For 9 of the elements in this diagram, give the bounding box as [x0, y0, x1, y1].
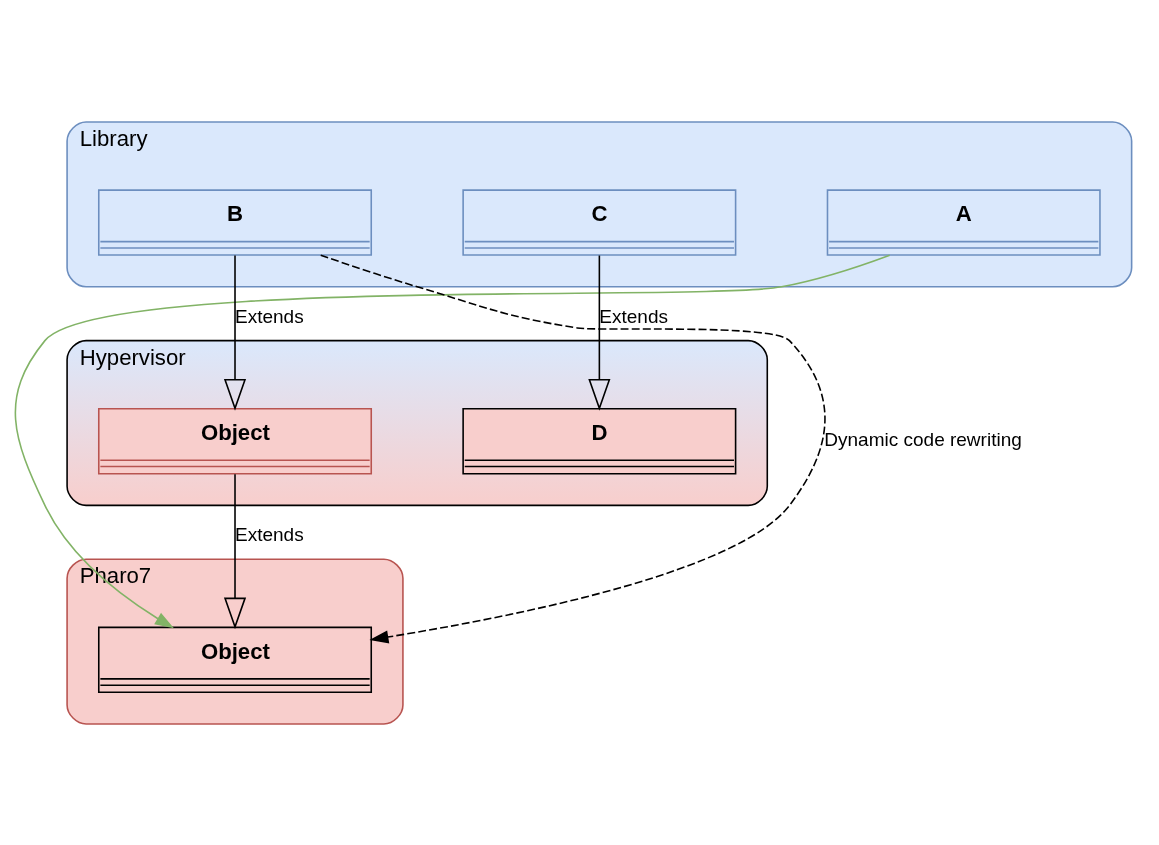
arrow [319, 253, 826, 644]
edge-label: Extends [235, 305, 304, 327]
edge-label: Extends [235, 523, 304, 545]
arrow [14, 253, 891, 628]
arrow [223, 254, 247, 411]
edge-label: Extends [599, 305, 669, 327]
edge-label: Dynamic code rewriting [824, 428, 1022, 450]
arrow [223, 472, 247, 629]
arrow [588, 254, 611, 411]
